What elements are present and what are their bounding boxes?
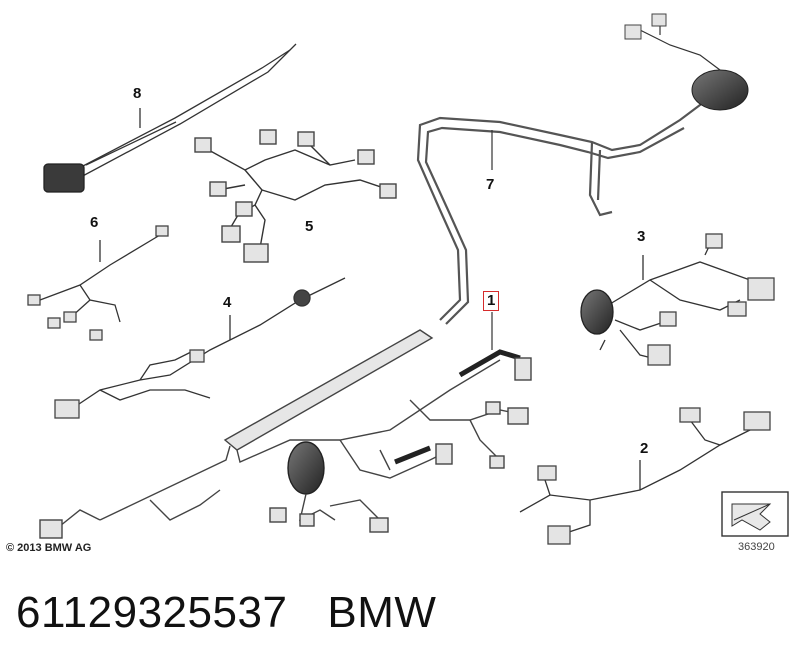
callout-8: 8 bbox=[133, 85, 142, 102]
callout-6: 6 bbox=[90, 214, 99, 231]
callout-7: 7 bbox=[486, 176, 495, 193]
callout-3: 3 bbox=[637, 228, 646, 245]
part-number: 61129325537 bbox=[16, 588, 288, 637]
part-8-cable-module bbox=[43, 43, 297, 193]
part-7-grommet bbox=[624, 13, 749, 111]
callout-4: 4 bbox=[223, 294, 232, 311]
parts-diagram: 1 2 3 4 5 6 7 8 © 2013 BMW AG 363920 bbox=[6, 13, 789, 554]
part-2-harness bbox=[519, 407, 771, 545]
wiring-harness-drawing bbox=[27, 13, 789, 545]
callout-5: 5 bbox=[305, 218, 314, 235]
part-caption: 61129325537 BMW bbox=[16, 588, 436, 638]
callout-2: 2 bbox=[640, 440, 649, 457]
part-1-harness-rail bbox=[39, 312, 532, 539]
part-7-tube bbox=[416, 89, 721, 325]
callout-1: 1 bbox=[483, 291, 500, 311]
part-4-harness bbox=[54, 277, 346, 419]
copyright-notice: © 2013 BMW AG bbox=[6, 542, 92, 554]
part-5-harness bbox=[194, 129, 397, 263]
diagram-number: 363920 bbox=[738, 541, 775, 553]
brand-name: BMW bbox=[327, 588, 437, 637]
part-6-harness bbox=[27, 225, 169, 341]
part-3-harness bbox=[580, 233, 775, 366]
reference-view-icon bbox=[721, 491, 789, 537]
